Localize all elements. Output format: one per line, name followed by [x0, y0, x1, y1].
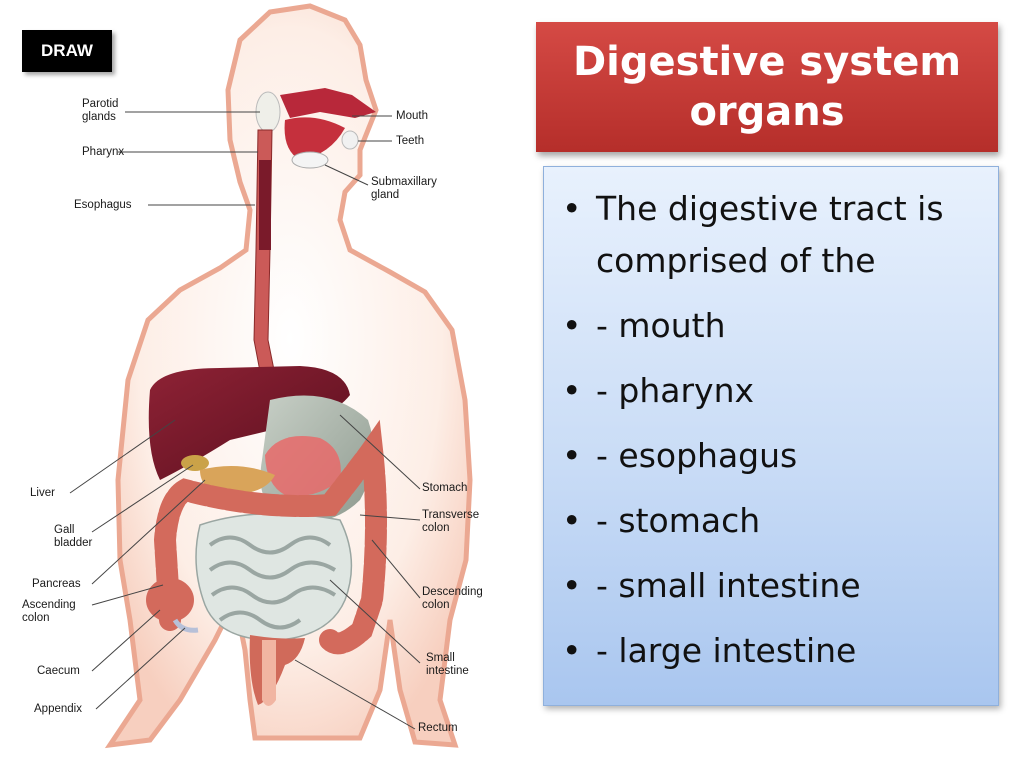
slide-title-line2: organs	[689, 89, 845, 135]
label-mouth: Mouth	[396, 110, 428, 122]
content-box: The digestive tract is comprised of the …	[543, 166, 999, 706]
label-pancreas: Pancreas	[32, 578, 81, 590]
bullet-item: - large intestine	[560, 625, 984, 677]
large-intestine-organ	[153, 419, 387, 655]
label-descending-colon: Descending colon	[422, 586, 483, 611]
small-intestine-coils	[208, 535, 337, 630]
bullet-item: - pharynx	[560, 365, 984, 417]
draw-badge: DRAW	[22, 30, 112, 72]
label-transverse-colon: Transverse colon	[422, 509, 480, 534]
bullet-item: - small intestine	[560, 560, 984, 612]
bullet-item: The digestive tract is comprised of the	[560, 183, 984, 287]
stomach-lining	[265, 436, 341, 496]
label-caecum: Caecum	[37, 665, 80, 677]
submaxillary-gland	[291, 151, 329, 169]
pharynx-organ	[259, 160, 271, 250]
label-teeth: Teeth	[396, 135, 425, 147]
label-small-intestine: Small intestine	[426, 652, 469, 677]
label-submaxillary-gland: Submaxillary gland	[371, 176, 437, 201]
digestive-system-diagram	[69, 3, 473, 749]
bullet-item: - esophagus	[560, 430, 984, 482]
label-appendix: Appendix	[34, 703, 82, 715]
label-rectum: Rectum	[418, 722, 458, 734]
caecum-organ	[146, 578, 194, 622]
label-pharynx: Pharynx	[82, 146, 125, 158]
gall-bladder-organ	[181, 455, 209, 471]
slide-title: Digestive system organs	[536, 22, 998, 152]
label-stomach: Stomach	[422, 482, 468, 494]
label-parotid-glands: Parotid glands	[82, 98, 119, 123]
bullet-list: The digestive tract is comprised of the …	[544, 167, 998, 677]
tongue-organ	[284, 117, 345, 160]
liver-organ	[148, 366, 350, 480]
bullet-item: - mouth	[560, 300, 984, 352]
label-esophagus: Esophagus	[74, 199, 132, 211]
slide-title-line1: Digestive system	[572, 39, 962, 85]
label-ascending-colon: Ascending colon	[22, 599, 76, 624]
label-gall-bladder: Gall bladder	[54, 524, 93, 549]
rectum-outer	[262, 640, 276, 706]
leader-lines	[69, 111, 421, 730]
teeth-organ	[341, 130, 359, 150]
bullet-item: - stomach	[560, 495, 984, 547]
label-liver: Liver	[30, 487, 55, 499]
mouth-organ	[280, 88, 376, 118]
